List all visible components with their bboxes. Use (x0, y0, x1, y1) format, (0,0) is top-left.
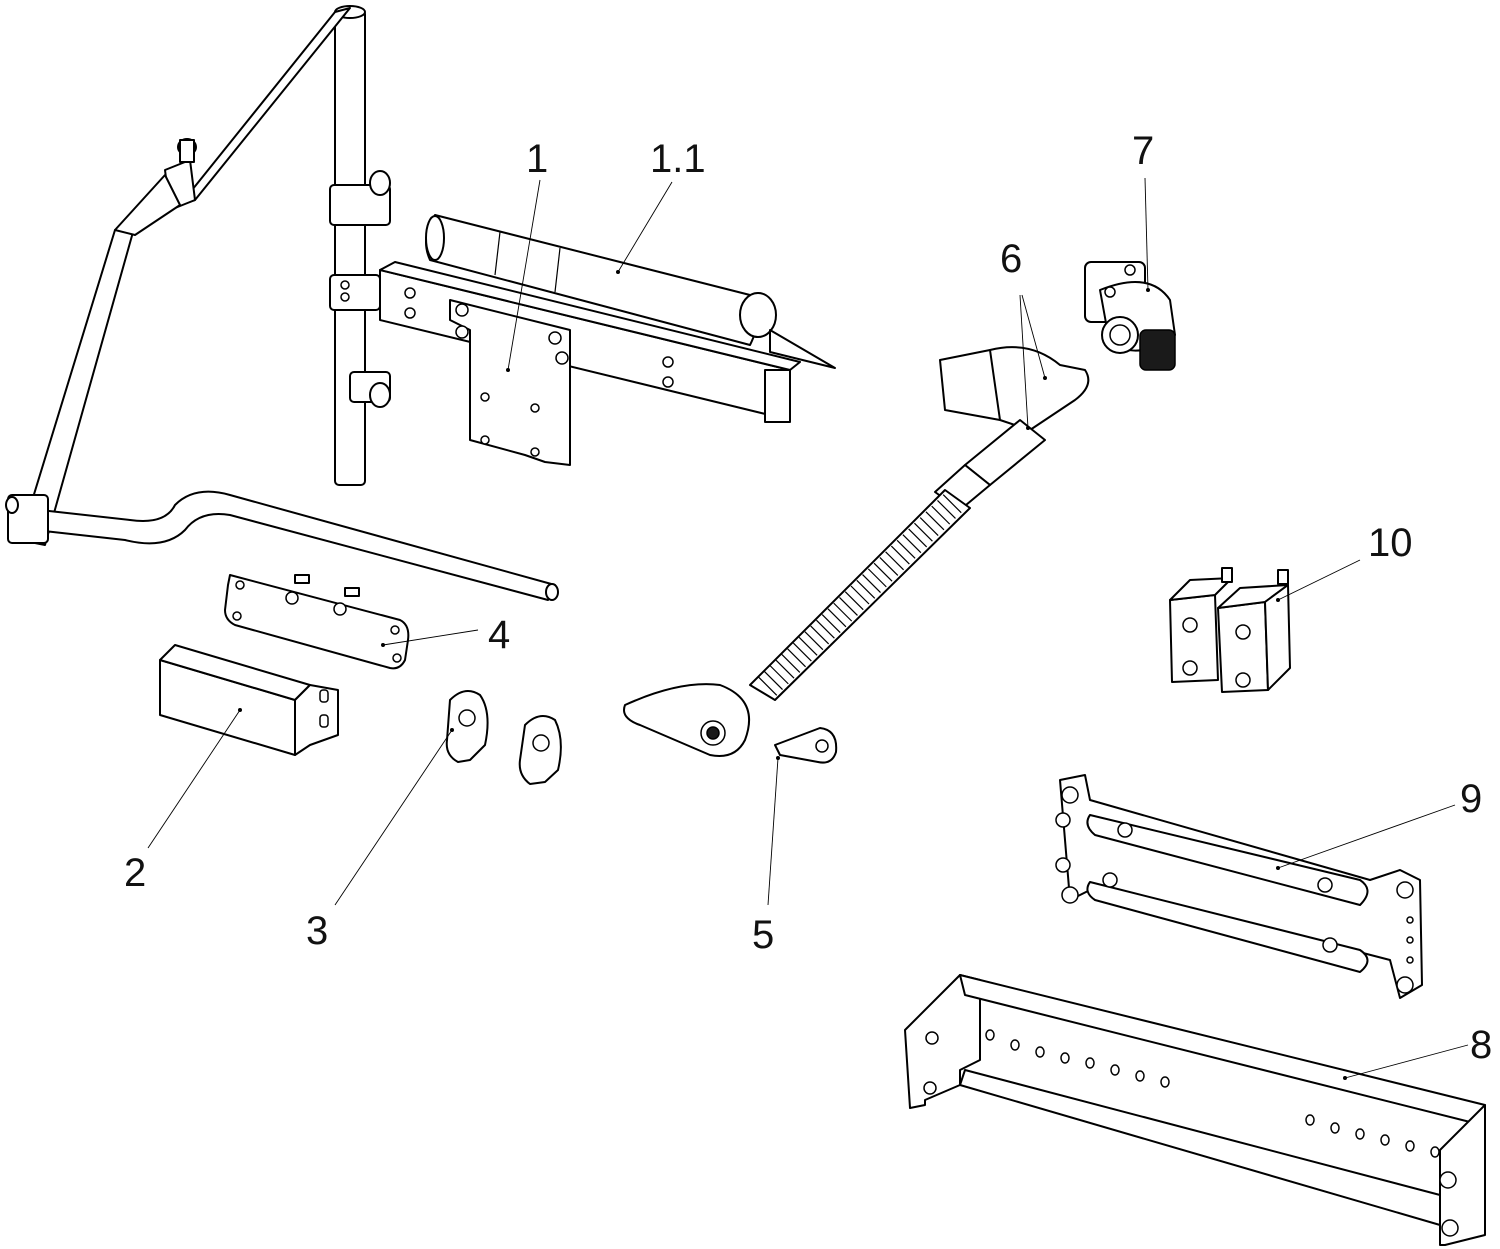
part-6-strut (623, 346, 1090, 757)
part-2-box (159, 644, 339, 756)
part-5-bracket (774, 727, 838, 764)
label-part-3: 3 (306, 909, 328, 953)
label-part-8: 8 (1470, 1023, 1492, 1067)
label-part-4: 4 (488, 613, 510, 657)
frame-assembly (5, 5, 559, 601)
corrugation-lines (758, 494, 962, 696)
label-part-1: 1 (526, 137, 548, 181)
part-7-knob (1084, 261, 1176, 371)
actuator-assembly (379, 214, 836, 466)
label-part-7: 7 (1132, 129, 1154, 173)
channel-holes (985, 1029, 1440, 1158)
label-part-10: 10 (1368, 521, 1413, 565)
label-part-5: 5 (752, 913, 774, 957)
label-part-9: 9 (1460, 777, 1482, 821)
part-3-clamps (445, 690, 562, 785)
label-part-2: 2 (124, 851, 146, 895)
leader-lines (147, 177, 1469, 1080)
part-8-channel (904, 974, 1486, 1246)
label-part-6: 6 (1000, 237, 1022, 281)
label-part-1-1: 1.1 (650, 137, 706, 181)
part-4-plate (224, 574, 410, 670)
part-10-blocks (1169, 567, 1291, 693)
part-9-plates (1055, 774, 1423, 999)
